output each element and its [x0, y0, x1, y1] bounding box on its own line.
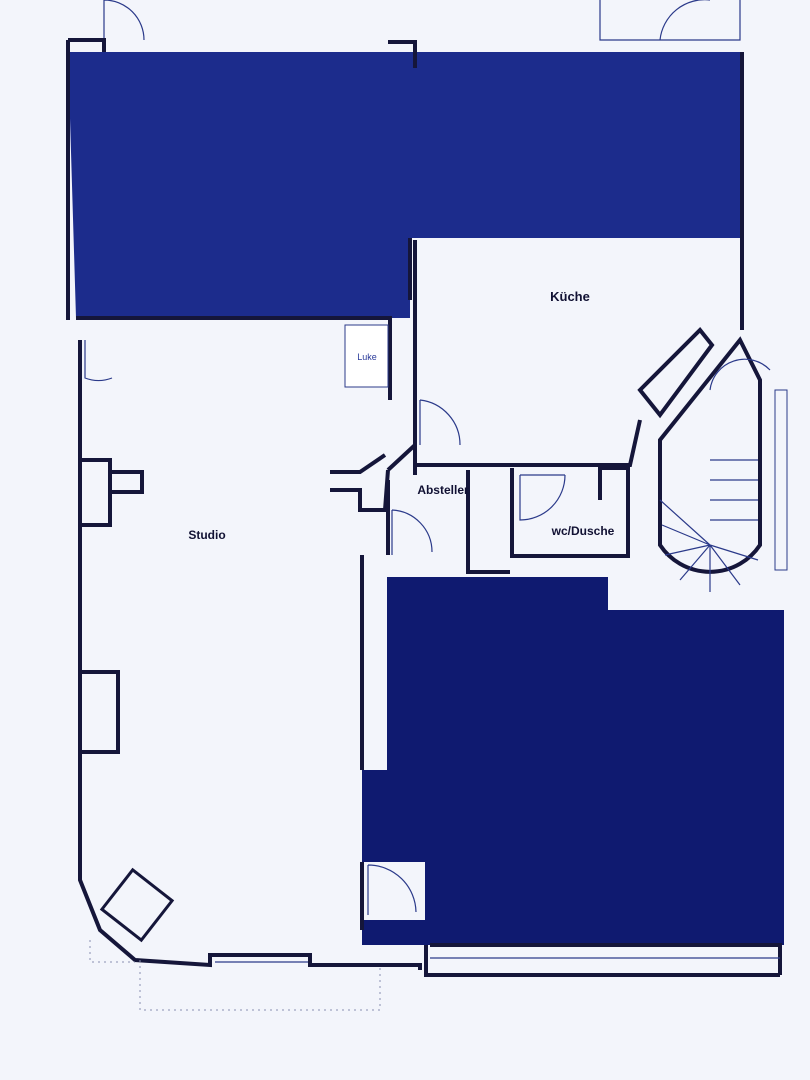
shaded-area-bottom: [362, 577, 784, 945]
dotted-outline: [89, 940, 381, 1011]
hatch-box: [344, 324, 389, 388]
shaded-area-top: [68, 52, 742, 318]
room-label-kitchen: Küche: [550, 289, 590, 304]
room-label-wc: wc/Dusche: [551, 524, 615, 538]
room-label-storage: Absteller: [417, 483, 469, 497]
staircase: [637, 327, 771, 592]
room-label-hatch: Luke: [357, 352, 377, 362]
windows: [215, 389, 788, 963]
room-label-studio: Studio: [188, 528, 225, 542]
doors: [84, 340, 566, 943]
walls: [66, 38, 782, 977]
